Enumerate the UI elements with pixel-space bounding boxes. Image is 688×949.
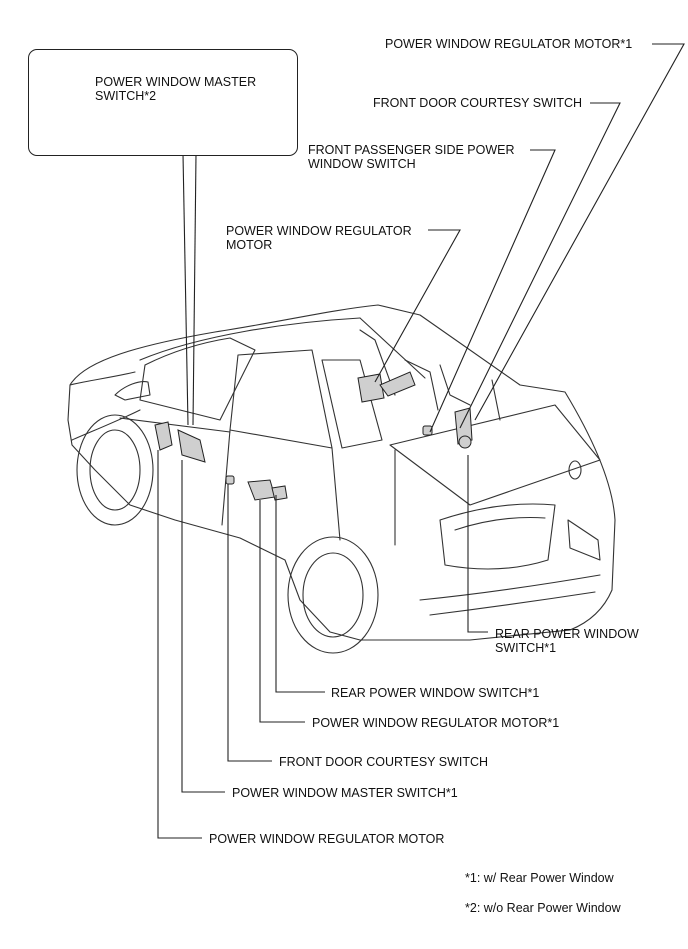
label-regulator-motor-bottom: POWER WINDOW REGULATOR MOTOR	[209, 832, 445, 846]
label-rear-switch-bottom: REAR POWER WINDOW SWITCH*1	[331, 686, 540, 700]
label-regulator-motor-line1: POWER WINDOW REGULATOR	[226, 224, 412, 238]
label-regulator-motor-line2: MOTOR	[226, 238, 273, 252]
leader-lines	[157, 43, 685, 839]
component-glyphs	[49, 69, 473, 501]
label-front-passenger-switch-line2: WINDOW SWITCH	[308, 157, 416, 171]
footnote-2: *2: w/o Rear Power Window	[465, 901, 621, 915]
callout-box-master-switch	[28, 49, 298, 156]
label-master-switch-bottom: POWER WINDOW MASTER SWITCH*1	[232, 786, 458, 800]
label-master-switch-box-line2: SWITCH*2	[95, 89, 157, 103]
label-front-passenger-switch-line1: FRONT PASSENGER SIDE POWER	[308, 143, 515, 157]
label-regulator-motor-bottom-star: POWER WINDOW REGULATOR MOTOR*1	[312, 716, 560, 730]
label-master-switch-box-line1: POWER WINDOW MASTER	[95, 75, 257, 89]
label-regulator-motor-top: POWER WINDOW REGULATOR MOTOR*1	[385, 37, 633, 51]
label-rear-switch-right-line2: SWITCH*1	[495, 641, 557, 655]
footnote-1: *1: w/ Rear Power Window	[465, 871, 614, 885]
label-courtesy-switch-top: FRONT DOOR COURTESY SWITCH	[373, 96, 583, 110]
car-body-outline	[67, 304, 616, 654]
label-courtesy-switch-bottom: FRONT DOOR COURTESY SWITCH	[279, 755, 489, 769]
label-rear-switch-right-line1: REAR POWER WINDOW	[495, 627, 639, 641]
